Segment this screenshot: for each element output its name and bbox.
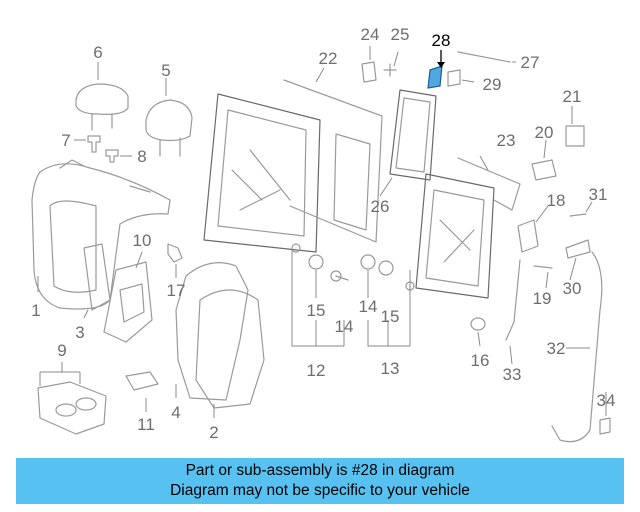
screw-part-31 (569, 213, 587, 217)
armrest-module-part-10 (103, 261, 153, 343)
bracket-part-28-highlighted (427, 65, 443, 89)
panel-part-26 (389, 89, 437, 181)
bolt-part-25 (383, 63, 397, 77)
callout-14a: 14 (335, 317, 354, 336)
callout-31: 31 (589, 185, 608, 204)
callout-16: 16 (471, 351, 490, 370)
cover-part-29 (447, 69, 461, 87)
callout-3: 3 (75, 323, 84, 342)
seat-cushion-part-1 (31, 159, 171, 310)
callout-18: 18 (547, 191, 566, 210)
callout-30: 30 (563, 279, 582, 298)
clip-part-34 (599, 417, 611, 435)
clip-part-24 (361, 61, 377, 83)
backrest-cover-part-4 (175, 262, 249, 401)
callout-6: 6 (93, 43, 102, 62)
leader-lines (37, 46, 607, 418)
grommet-part-16 (470, 317, 486, 331)
callout-21: 21 (563, 87, 582, 106)
callout-4: 4 (171, 403, 180, 422)
headrest-part-5 (145, 99, 193, 157)
clip-part-17 (167, 243, 183, 263)
banner-line-2: Diagram may not be specific to your vehi… (170, 482, 470, 499)
bushing-part-14a (330, 270, 349, 282)
callout-5: 5 (161, 61, 170, 80)
callout-19: 19 (533, 289, 552, 308)
callout-7: 7 (61, 131, 70, 150)
bushing-part-15a (308, 254, 324, 270)
cover-part-11 (125, 371, 159, 391)
callout-25: 25 (391, 25, 410, 44)
callout-13: 13 (381, 359, 400, 378)
callout-9: 9 (57, 341, 66, 360)
bracket-part-30 (565, 239, 591, 259)
bushing-part-15b (378, 260, 394, 276)
callout-1: 1 (31, 301, 40, 320)
cable-part-32 (551, 251, 603, 443)
callout-22: 22 (319, 49, 338, 68)
callout-34: 34 (597, 391, 616, 410)
latch-part-18 (517, 219, 539, 253)
callout-26: 26 (371, 197, 390, 216)
guide-part-8 (105, 149, 119, 163)
callout-28: 28 (432, 31, 451, 50)
button-part-21 (565, 125, 585, 147)
bezel-part-20 (531, 159, 557, 181)
banner-line-1: Part or sub-assembly is #28 in diagram (185, 462, 455, 479)
callout-27: 27 (521, 53, 540, 72)
callout-17: 17 (167, 281, 186, 300)
callout-15a: 15 (307, 301, 326, 320)
callout-15b: 15 (381, 307, 400, 326)
callout-24: 24 (361, 25, 380, 44)
callout-8: 8 (137, 147, 146, 166)
callout-2: 2 (209, 423, 218, 442)
callout-14b: 14 (359, 297, 378, 316)
side-bolster-part-3 (83, 243, 111, 311)
guide-part-7 (87, 135, 101, 153)
rod-part-27 (457, 51, 511, 63)
callout-33: 33 (503, 365, 522, 384)
headrest-part-6 (75, 83, 129, 131)
callout-10: 10 (133, 231, 152, 250)
screw-part-19 (533, 265, 553, 269)
backrest-frame-part-22 (203, 79, 383, 253)
info-banner: Part or sub-assembly is #28 in diagram D… (16, 458, 624, 504)
cupholder-part-9 (37, 381, 107, 435)
callout-29: 29 (483, 75, 502, 94)
callout-23: 23 (497, 131, 516, 150)
cable-part-33 (505, 259, 521, 341)
callout-11: 11 (137, 415, 155, 434)
backrest-cover-part-2 (195, 289, 265, 409)
callout-32: 32 (547, 339, 566, 358)
callout-20: 20 (535, 123, 554, 142)
bushing-part-14b (360, 254, 376, 270)
highlight-arrow-28 (437, 50, 445, 68)
callout-12: 12 (307, 361, 326, 380)
